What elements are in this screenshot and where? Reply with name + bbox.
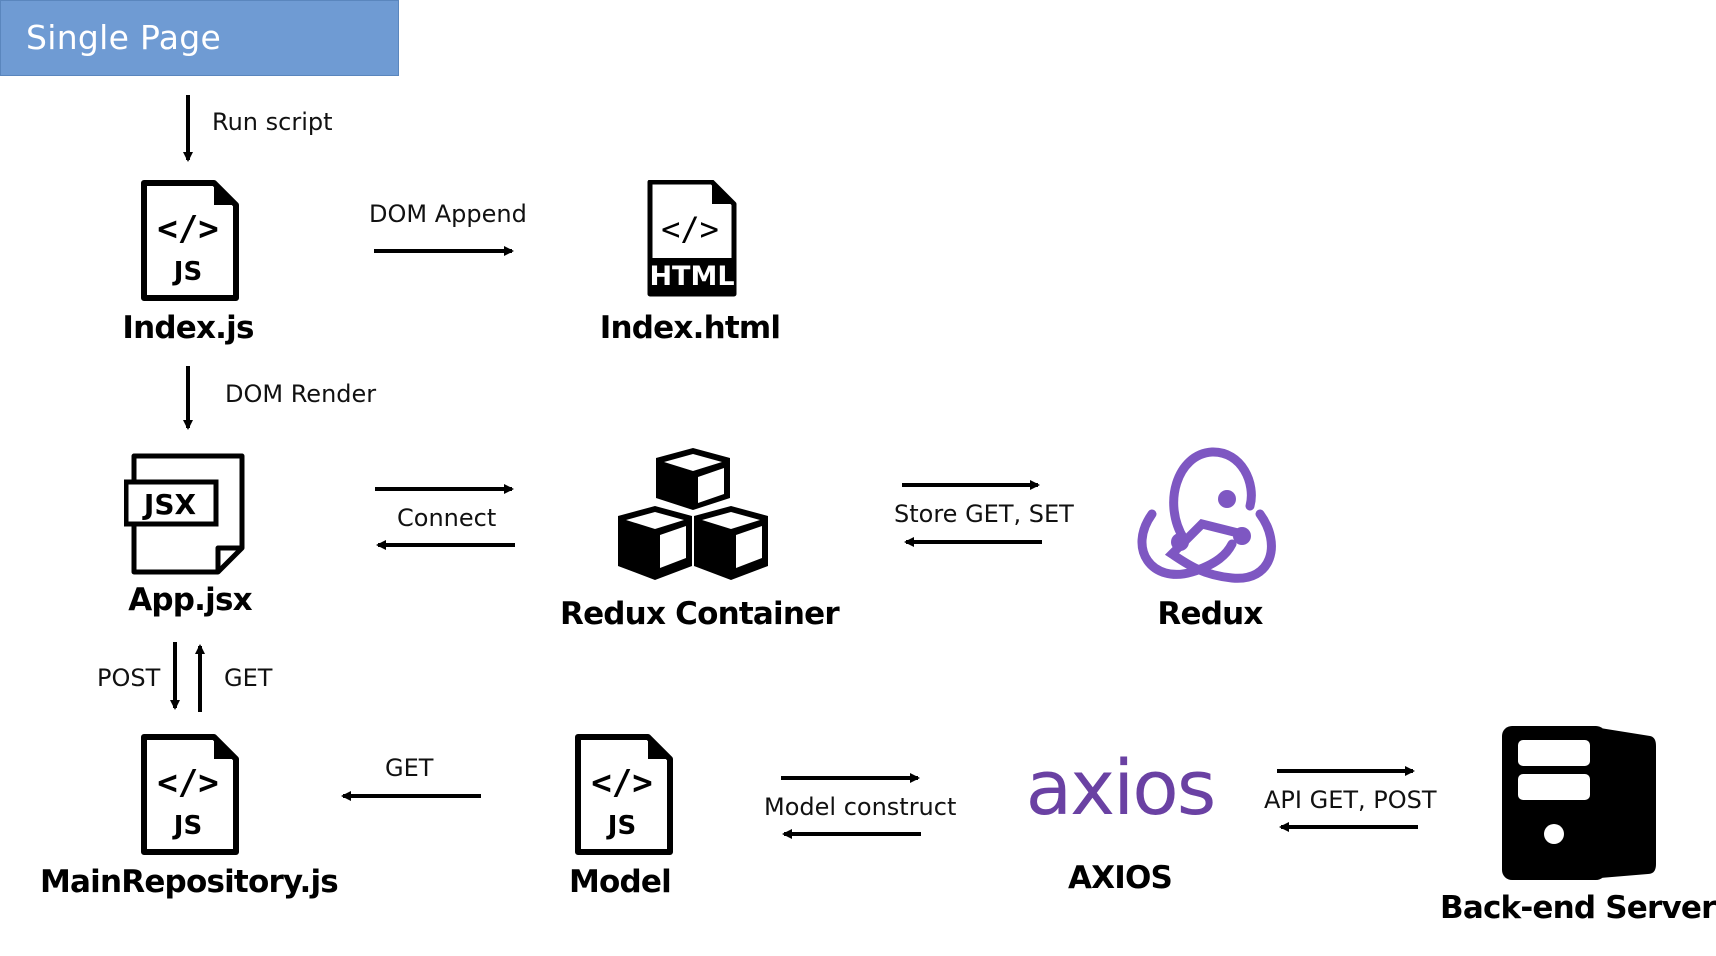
js-file-icon: </> JS (575, 734, 673, 855)
label-connect: Connect (397, 504, 497, 532)
html-code-glyph: </> (661, 210, 719, 248)
node-index-js: Index.js (122, 310, 254, 346)
code-glyph: </> (157, 209, 218, 249)
js-label: JS (172, 257, 202, 287)
node-axios: AXIOS (1067, 860, 1173, 896)
server-icon (1502, 726, 1656, 880)
jsx-label: JSX (142, 488, 197, 521)
js-label: JS (606, 811, 636, 841)
label-store-get-set: Store GET, SET (894, 500, 1074, 528)
js-label: JS (172, 811, 202, 841)
axios-logo-icon: axios (1025, 743, 1217, 832)
node-index-html: Index.html (599, 310, 781, 346)
code-glyph: </> (157, 763, 218, 803)
label-dom-append: DOM Append (369, 200, 527, 228)
cubes-icon (618, 448, 768, 580)
node-model: Model (569, 864, 672, 900)
label-api-get-post: API GET, POST (1264, 786, 1437, 814)
node-app-jsx: App.jsx (128, 582, 252, 618)
html-label: HTML (649, 261, 734, 292)
diagram-title: Single Page Application (0, 0, 399, 131)
node-main-repository: MainRepository.js (40, 864, 339, 900)
html-file-icon: </> HTML (647, 180, 737, 297)
label-get-model: GET (385, 754, 434, 782)
node-backend-server: Back-end Server (1440, 890, 1716, 926)
redux-logo-icon (1137, 447, 1276, 583)
node-redux: Redux (1157, 596, 1263, 632)
label-post: POST (97, 664, 161, 692)
js-file-icon: </> JS (141, 180, 239, 301)
code-glyph: </> (591, 763, 652, 803)
label-model-construct: Model construct (764, 793, 957, 821)
label-dom-render: DOM Render (225, 380, 377, 408)
jsx-file-icon: JSX (124, 453, 245, 575)
js-file-icon: </> JS (141, 734, 239, 855)
label-get-app: GET (224, 664, 273, 692)
label-run-script: Run script (212, 108, 333, 136)
node-redux-container: Redux Container (560, 596, 840, 632)
